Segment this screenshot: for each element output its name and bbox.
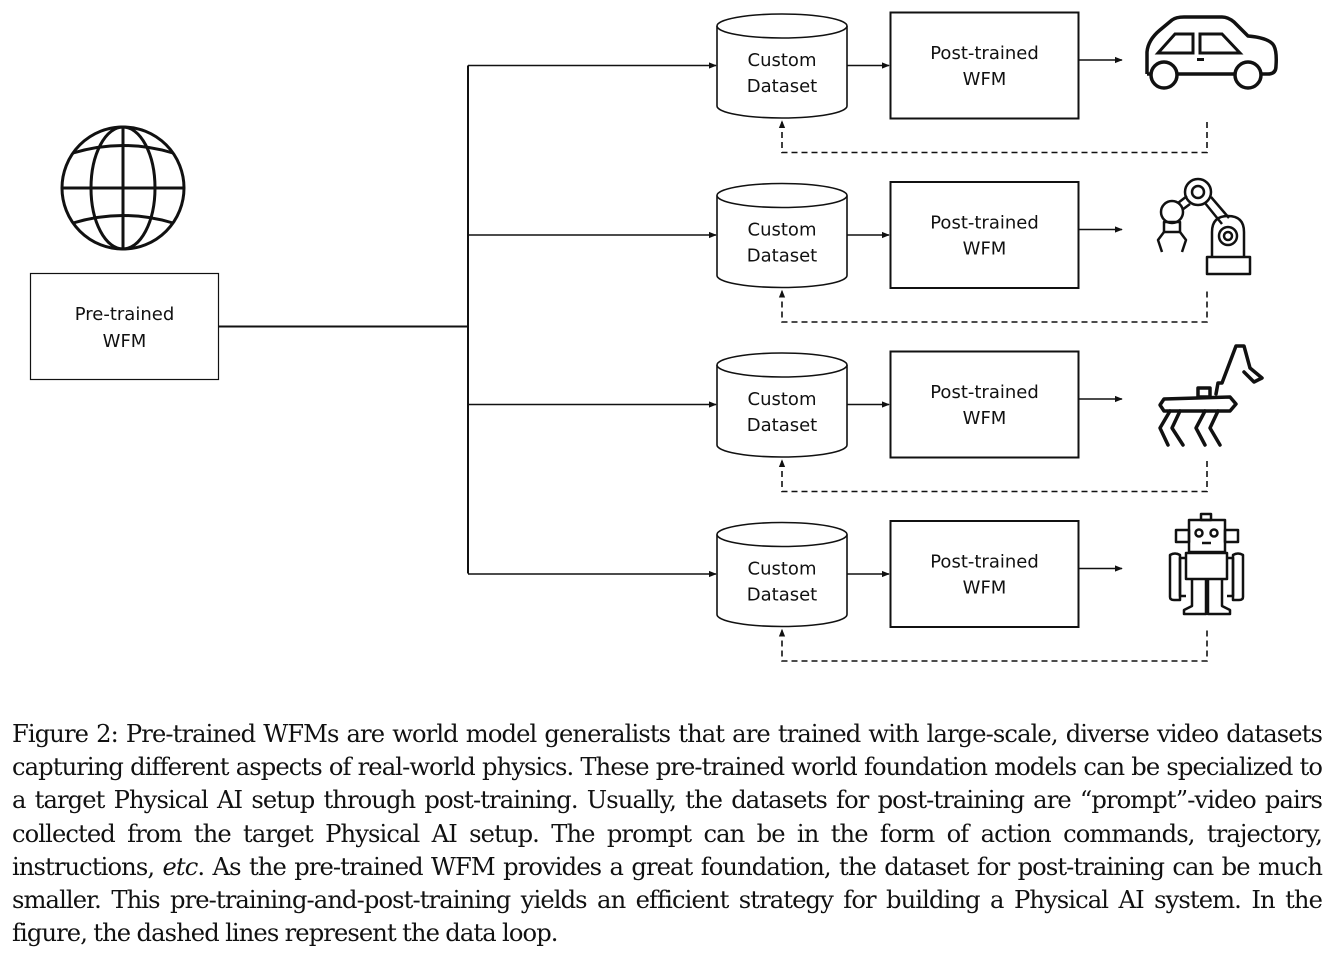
robot-arm-icon (1156, 177, 1252, 276)
dataset-cylinder-top (716, 182, 848, 209)
caption-text-italic: etc (162, 852, 199, 881)
dataset-label-line1: Custom (748, 220, 817, 241)
data-loop-dashed-line (778, 628, 1208, 662)
car-icon (1145, 15, 1278, 90)
model-label-line1: Post-trained (930, 213, 1039, 234)
caption-text-end: . As the pre-trained WFM provides a grea… (12, 852, 1323, 948)
pretrained-wfm-node: Pre-trained WFM (29, 272, 220, 381)
branch-connector (218, 65, 469, 574)
dataset-label-line2: Dataset (747, 585, 818, 606)
data-loop-dashed-line (778, 289, 1208, 323)
dataset-label-line2: Dataset (747, 246, 818, 267)
model-label-line1: Post-trained (930, 43, 1039, 64)
dataset-label-line1: Custom (748, 559, 817, 580)
humanoid-robot-icon (1168, 512, 1245, 616)
dataset-label-line2: Dataset (747, 76, 818, 97)
wfm-post-training-diagram: Pre-trained WFM CustomDatasetPost-traine… (29, 11, 1278, 662)
data-loop-dashed-line (778, 459, 1208, 493)
dataset-cylinder-body (716, 534, 848, 628)
dataset-cylinder-top (716, 521, 848, 548)
dataset-label-line1: Custom (748, 50, 817, 71)
dataset-cylinder-body (716, 195, 848, 289)
dataset-cylinder-body (716, 26, 848, 119)
model-label-line2: WFM (963, 578, 1007, 599)
model-label-line1: Post-trained (930, 382, 1039, 403)
dataset-cylinder-body (716, 365, 848, 458)
pretrained-wfm-label-line1: Pre-trained (75, 304, 175, 325)
quadruped-robot-icon (1158, 344, 1264, 447)
dataset-label-line2: Dataset (747, 415, 818, 436)
dataset-cylinder-top (716, 352, 848, 378)
model-label-line2: WFM (963, 408, 1007, 429)
caption-text-main: Figure 2: Pre-trained WFMs are world mod… (12, 720, 1323, 881)
globe-icon (60, 125, 186, 251)
model-label-line2: WFM (963, 239, 1007, 260)
dataset-cylinder-top (716, 13, 848, 39)
pretrained-wfm-label-line2: WFM (103, 331, 147, 352)
figure-caption: Figure 2: Pre-trained WFMs are world mod… (12, 718, 1323, 950)
data-loop-dashed-line (778, 120, 1208, 154)
model-label-line1: Post-trained (930, 552, 1039, 573)
dataset-label-line1: Custom (748, 389, 817, 410)
model-label-line2: WFM (963, 69, 1007, 90)
